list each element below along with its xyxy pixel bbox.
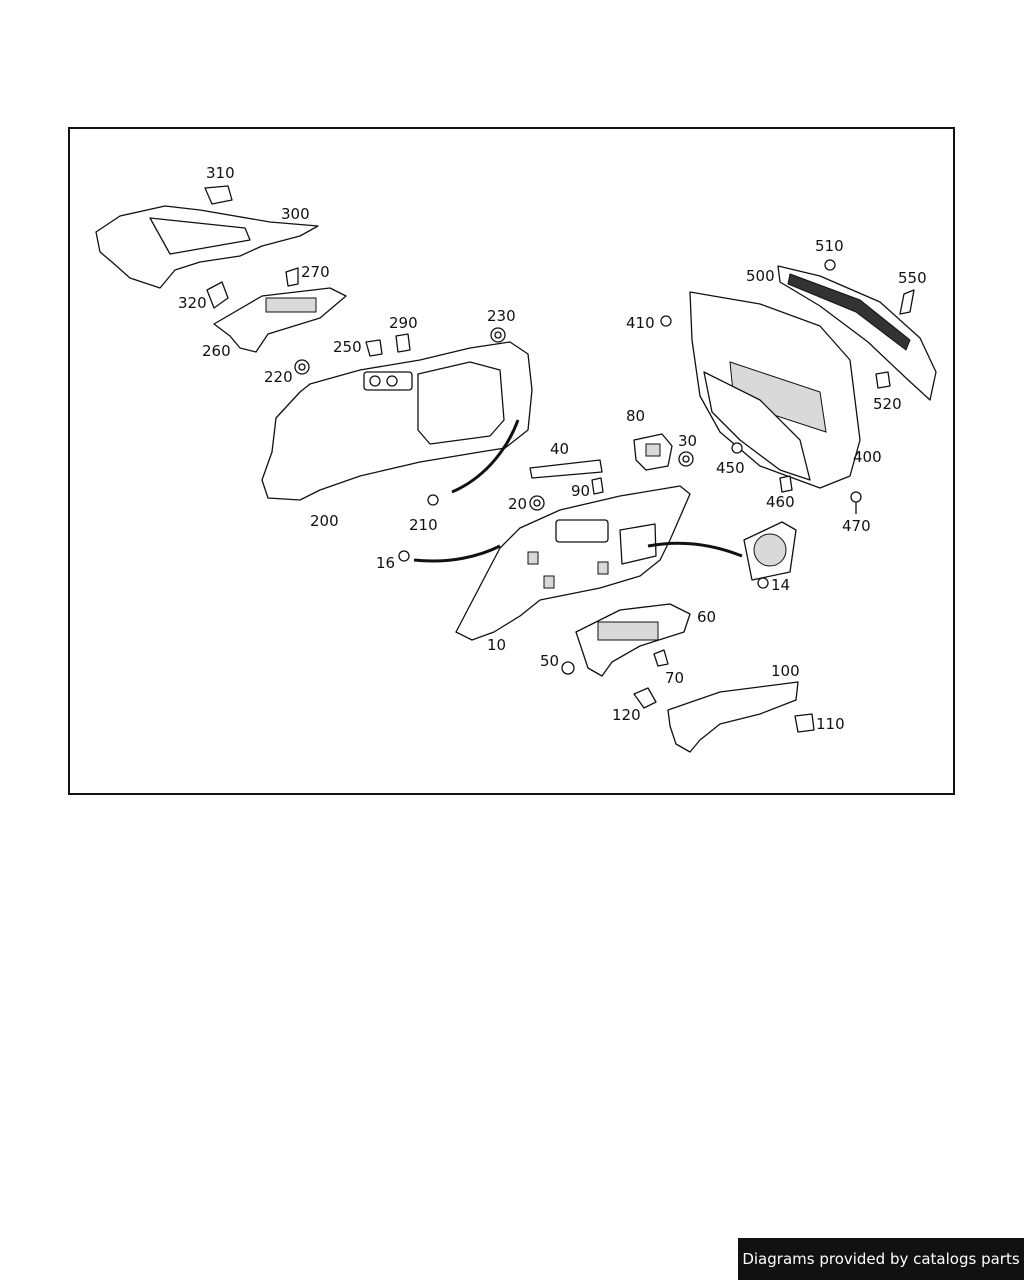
part-100-lower-trim[interactable] bbox=[667, 681, 799, 753]
label-500: 500 bbox=[746, 267, 775, 285]
part-60-bracket[interactable] bbox=[575, 603, 691, 677]
part-40-strap[interactable] bbox=[529, 459, 603, 479]
label-60: 60 bbox=[697, 608, 716, 626]
label-90: 90 bbox=[571, 482, 590, 500]
part-510-screw[interactable] bbox=[824, 259, 836, 271]
label-450: 450 bbox=[716, 459, 745, 477]
diagram-frame bbox=[68, 127, 955, 795]
part-250-clip[interactable] bbox=[365, 339, 383, 357]
part-70-clip[interactable] bbox=[653, 649, 669, 667]
part-450-clip[interactable] bbox=[731, 442, 743, 454]
label-210: 210 bbox=[409, 516, 438, 534]
label-230: 230 bbox=[487, 307, 516, 325]
label-70: 70 bbox=[665, 669, 684, 687]
part-14-speaker-grille[interactable] bbox=[743, 521, 797, 589]
label-250: 250 bbox=[333, 338, 362, 356]
part-90-clip[interactable] bbox=[591, 477, 604, 495]
label-270: 270 bbox=[301, 263, 330, 281]
label-40: 40 bbox=[550, 440, 569, 458]
label-80: 80 bbox=[626, 407, 645, 425]
part-16-clip[interactable] bbox=[398, 550, 410, 562]
leader-arrow-upper bbox=[451, 419, 520, 494]
label-550: 550 bbox=[898, 269, 927, 287]
part-50-screw[interactable] bbox=[561, 661, 575, 675]
part-310-clip[interactable] bbox=[204, 185, 233, 205]
part-270-clip[interactable] bbox=[285, 267, 299, 287]
label-510: 510 bbox=[815, 237, 844, 255]
part-260-rail[interactable] bbox=[213, 287, 347, 353]
part-220-nut[interactable] bbox=[294, 359, 310, 375]
label-16: 16 bbox=[376, 554, 395, 572]
part-460-clip[interactable] bbox=[779, 475, 793, 493]
label-260: 260 bbox=[202, 342, 231, 360]
label-100: 100 bbox=[771, 662, 800, 680]
label-30: 30 bbox=[678, 432, 697, 450]
label-120: 120 bbox=[612, 706, 641, 724]
label-200: 200 bbox=[310, 512, 339, 530]
label-300: 300 bbox=[281, 205, 310, 223]
part-400-tailgate-panel[interactable] bbox=[689, 291, 861, 489]
label-310: 310 bbox=[206, 164, 235, 182]
label-10: 10 bbox=[487, 636, 506, 654]
label-14: 14 bbox=[771, 576, 790, 594]
part-230-nut[interactable] bbox=[490, 327, 506, 343]
part-30-nut[interactable] bbox=[678, 451, 694, 467]
part-210-push-clip[interactable] bbox=[427, 494, 439, 506]
credit-banner: Diagrams provided by catalogs parts bbox=[738, 1238, 1024, 1280]
part-20-nut[interactable] bbox=[529, 495, 545, 511]
part-320-bracket[interactable] bbox=[206, 281, 229, 309]
part-520-clip[interactable] bbox=[875, 371, 891, 389]
leader-arrow-16 bbox=[413, 544, 501, 563]
part-500-tailgate-trim[interactable] bbox=[777, 265, 937, 401]
label-410: 410 bbox=[626, 314, 655, 332]
part-110-clip[interactable] bbox=[794, 713, 815, 733]
part-80-bezel[interactable] bbox=[633, 433, 673, 471]
part-120-clip[interactable] bbox=[633, 687, 657, 709]
label-470: 470 bbox=[842, 517, 871, 535]
label-460: 460 bbox=[766, 493, 795, 511]
label-110: 110 bbox=[816, 715, 845, 733]
label-520: 520 bbox=[873, 395, 902, 413]
part-470-screw[interactable] bbox=[850, 491, 862, 514]
label-290: 290 bbox=[389, 314, 418, 332]
part-550-cover[interactable] bbox=[899, 289, 915, 315]
label-20: 20 bbox=[508, 495, 527, 513]
part-290-cover[interactable] bbox=[395, 333, 411, 353]
label-220: 220 bbox=[264, 368, 293, 386]
part-410-clip[interactable] bbox=[660, 315, 672, 327]
part-200-side-panel[interactable] bbox=[261, 341, 533, 501]
label-50: 50 bbox=[540, 652, 559, 670]
label-320: 320 bbox=[178, 294, 207, 312]
leader-arrow-14 bbox=[647, 541, 743, 558]
part-10-side-trim[interactable] bbox=[455, 485, 691, 641]
part-300-upper-trim[interactable] bbox=[95, 205, 319, 289]
label-400: 400 bbox=[853, 448, 882, 466]
